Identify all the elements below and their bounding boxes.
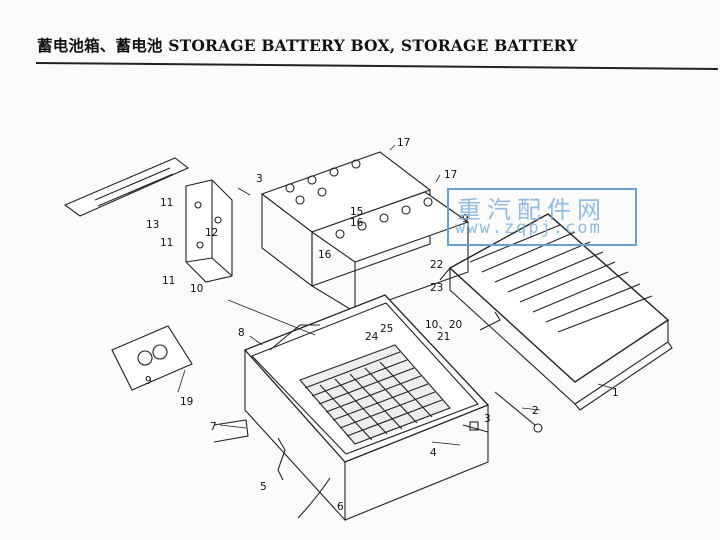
callout-8: 8 [238,327,245,339]
callout-22: 22 [430,259,443,271]
callout-23: 23 [430,282,443,294]
battery-cable [297,477,331,519]
callout-9b: 9 [145,375,152,387]
bolt [462,421,489,433]
callout-16b: 16 [318,249,332,261]
battery-box-cover [439,213,673,411]
callout-11a: 11 [160,197,173,209]
callout-4: 4 [430,447,437,459]
watermark-frame [447,188,637,246]
callout-13: 13 [146,219,159,231]
watermark-name: 重汽配件网 [457,196,607,224]
callout-11c: 11 [162,275,175,287]
battery-box-tray [243,294,490,522]
callout-3b: 3 [484,413,491,425]
callout-24: 24 [365,331,379,343]
callout-11b: 11 [160,237,173,249]
callout-15: 15 [350,206,363,218]
mounting-hook [277,437,286,481]
callout-1: 1 [612,387,619,399]
side-bracket [185,179,233,283]
callout-5: 5 [260,481,267,493]
callout-10a: 10 [190,283,203,295]
callout-21: 21 [437,331,450,343]
callout-17a: 17 [397,137,410,149]
callout-19: 19 [180,396,193,408]
callout-7: 7 [210,421,217,433]
leader-lines [177,144,613,446]
cover-plate [111,325,193,391]
callout-3a: 3 [256,173,263,185]
callout-2: 2 [532,405,539,417]
callout-17b: 17 [444,169,457,181]
callout-6: 6 [337,501,344,513]
page-title: 蓄电池箱、蓄电池 STORAGE BATTERY BOX, STORAGE BA… [37,36,578,55]
callout-16a: 16 [350,217,364,229]
watermark-url: www.zqpj.com [455,218,602,238]
callout-10b: 10、20 [425,319,462,331]
callout-25: 25 [380,323,393,335]
callout-12: 12 [205,227,218,239]
hold-down-strap [63,157,190,217]
callout-9a: 9 [462,213,469,225]
bracket-sheet [213,419,249,443]
battery-lower [310,191,470,313]
tie-rod [494,391,543,433]
